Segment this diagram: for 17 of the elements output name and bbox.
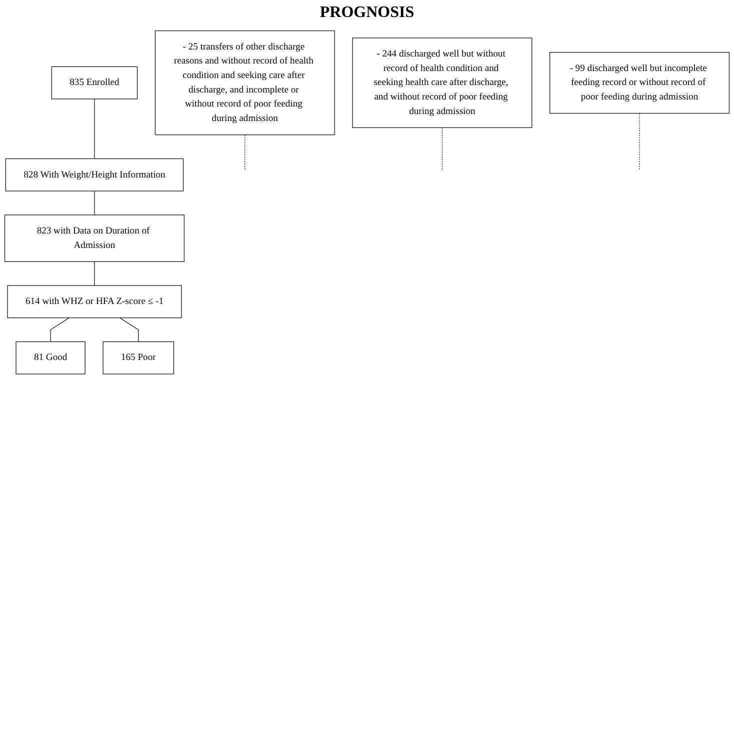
connector <box>94 261 95 286</box>
node-box: 823 with Data on Duration of Admission <box>4 214 184 262</box>
connector <box>244 134 246 171</box>
node-box: 614 with WHZ or HFA Z-score ≤ -1 <box>7 285 182 318</box>
node-box: 165 Poor <box>102 341 174 374</box>
node-box: 81 Good <box>16 341 86 374</box>
connector <box>639 113 640 171</box>
node-box: 828 With Weight/Height Information <box>5 158 184 192</box>
connector <box>94 190 95 216</box>
node-box: - 244 discharged well but without record of health condition and seeking health care after discharge, and without record of poor feeding during admission <box>352 38 532 128</box>
connector <box>119 318 139 342</box>
node-box: - 25 transfers of other discharge reasons and without record of health condition and seeking care after discharge, and incomplete or without record of poor feeding during admission <box>154 30 335 136</box>
connector <box>50 318 70 342</box>
section-heading: PROGNOSIS <box>320 4 414 21</box>
node-box: - 99 discharged well but incomplete feeding record or without record of poor feeding during admission <box>550 52 730 114</box>
connector <box>94 98 95 160</box>
node-box: 835 Enrolled <box>51 66 138 100</box>
